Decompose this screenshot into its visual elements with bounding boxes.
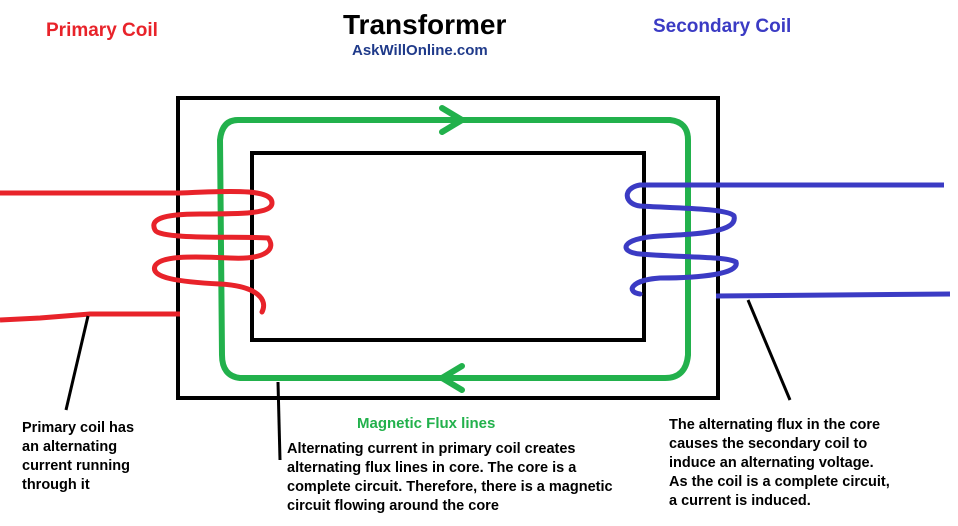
flux-arrow-bottom <box>439 363 465 393</box>
secondary-lead-bottom <box>715 291 951 299</box>
secondary-note-line: As the coil is a complete circuit, <box>669 474 890 490</box>
pointer-flux <box>276 381 282 461</box>
secondary-note-line: The alternating flux in the core <box>669 417 881 433</box>
secondary-winding <box>623 182 739 297</box>
flux-lines-label: Magnetic Flux lines <box>357 415 496 432</box>
secondary-note-line: induce an alternating voltage. <box>669 455 874 471</box>
primary-coil-label: Primary Coil <box>46 20 158 41</box>
flux-loop <box>216 117 691 381</box>
flux-note: Alternating current in primary coil crea… <box>287 440 613 516</box>
pointer-primary <box>64 315 90 411</box>
diagram-subtitle: AskWillOnline.com <box>352 42 488 59</box>
primary-lead-bottom <box>0 311 180 323</box>
primary-winding <box>151 188 275 315</box>
primary-note-line: an alternating <box>22 439 118 455</box>
secondary-note: The alternating flux in the core causes … <box>669 416 890 511</box>
flux-note-line: circuit flowing around the core <box>287 498 499 514</box>
primary-note: Primary coil has an alternating current … <box>22 419 134 495</box>
flux-note-line: complete circuit. Therefore, there is a … <box>287 479 613 495</box>
flux-note-line: Alternating current in primary coil crea… <box>287 441 576 457</box>
flux-arrow-top <box>439 105 465 135</box>
flux-note-line: alternating flux lines in core. The core… <box>287 460 577 476</box>
secondary-note-line: a current is induced. <box>669 493 811 509</box>
primary-note-line: Primary coil has <box>22 420 135 436</box>
primary-note-line: current running <box>22 458 130 474</box>
secondary-coil-label: Secondary Coil <box>653 16 792 37</box>
pointer-secondary <box>746 299 792 401</box>
secondary-note-line: causes the secondary coil to <box>669 436 868 452</box>
core-outer <box>176 96 720 400</box>
diagram-title: Transformer <box>343 9 507 40</box>
core-inner <box>250 151 646 342</box>
primary-note-line: through it <box>22 477 90 493</box>
